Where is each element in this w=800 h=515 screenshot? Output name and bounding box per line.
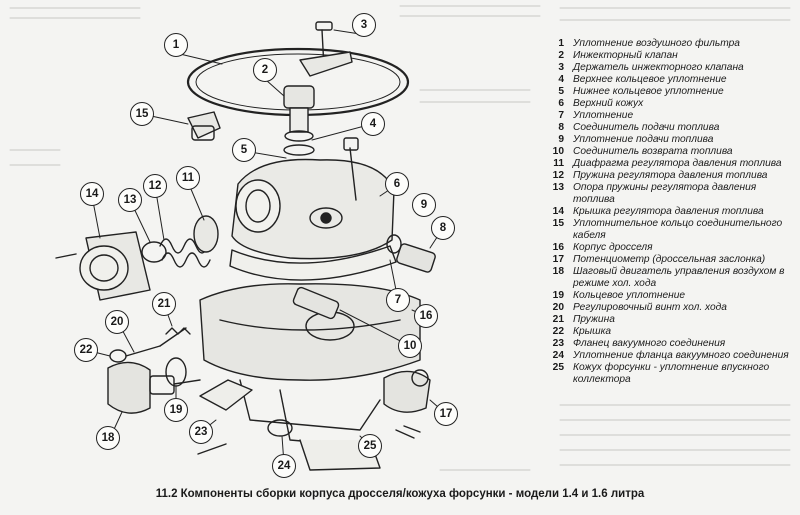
callout-14: 14 [80,182,104,206]
callout-8: 8 [431,216,455,240]
callout-1: 1 [164,33,188,57]
callout-12: 12 [143,174,167,198]
callout-25: 25 [358,434,382,458]
callout-2: 2 [253,58,277,82]
callout-24: 24 [272,454,296,478]
callout-20: 20 [105,310,129,334]
callout-9: 9 [412,193,436,217]
callout-16: 16 [414,304,438,328]
callout-13: 13 [118,188,142,212]
callout-7: 7 [386,288,410,312]
callout-5: 5 [232,138,256,162]
callout-17: 17 [434,402,458,426]
callout-23: 23 [189,420,213,444]
callout-11: 11 [176,166,200,190]
callout-19: 19 [164,398,188,422]
callout-22: 22 [74,338,98,362]
callout-15: 15 [130,102,154,126]
callout-21: 21 [152,292,176,316]
callout-4: 4 [361,112,385,136]
callout-3: 3 [352,13,376,37]
figure-caption: 11.2 Компоненты сборки корпуса дросселя/… [155,488,645,500]
callout-18: 18 [96,426,120,450]
callout-6: 6 [385,172,409,196]
callout-10: 10 [398,334,422,358]
